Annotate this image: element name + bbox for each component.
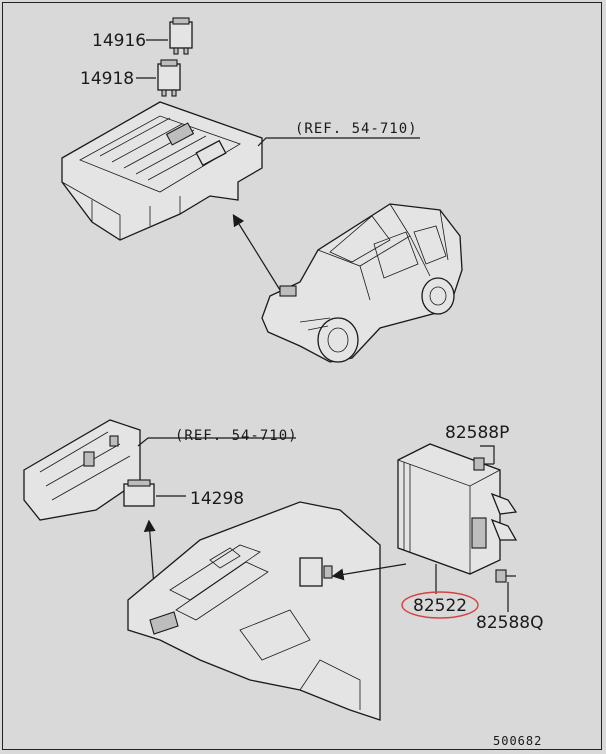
callout-82588Q[interactable]: 82588Q <box>476 613 543 633</box>
leader-ref-top <box>257 137 420 147</box>
highlight-ring-82522 <box>401 591 479 619</box>
arrow-to-relay-box <box>232 213 281 291</box>
relay-14916-icon[interactable] <box>169 17 193 55</box>
screw-82588Q-icon[interactable] <box>495 569 516 583</box>
diagram-code: 500682 <box>493 734 542 748</box>
arrow-to-module <box>331 563 407 581</box>
ref-top[interactable]: (REF. 54-710) <box>295 121 418 137</box>
callout-14918[interactable]: 14918 <box>80 69 134 89</box>
callout-82522[interactable]: 82522 <box>413 596 467 616</box>
vehicle-icon <box>261 203 463 363</box>
junction-block-icon[interactable] <box>23 419 141 521</box>
screw-82588P-icon[interactable] <box>473 457 494 471</box>
relay-14298-icon[interactable] <box>123 479 155 507</box>
ref-bottom[interactable]: (REF. 54-710) <box>175 428 298 444</box>
relay-box-icon[interactable] <box>61 101 263 241</box>
callout-14916[interactable]: 14916 <box>92 31 146 51</box>
leader-82588P <box>480 445 495 464</box>
control-module-icon[interactable] <box>397 443 518 575</box>
relay-14918-icon[interactable] <box>157 59 181 97</box>
leader-ref-bottom <box>137 437 296 447</box>
dashboard-icon <box>127 501 381 721</box>
callout-82588P[interactable]: 82588P <box>445 423 509 443</box>
callout-14298[interactable]: 14298 <box>190 489 244 509</box>
